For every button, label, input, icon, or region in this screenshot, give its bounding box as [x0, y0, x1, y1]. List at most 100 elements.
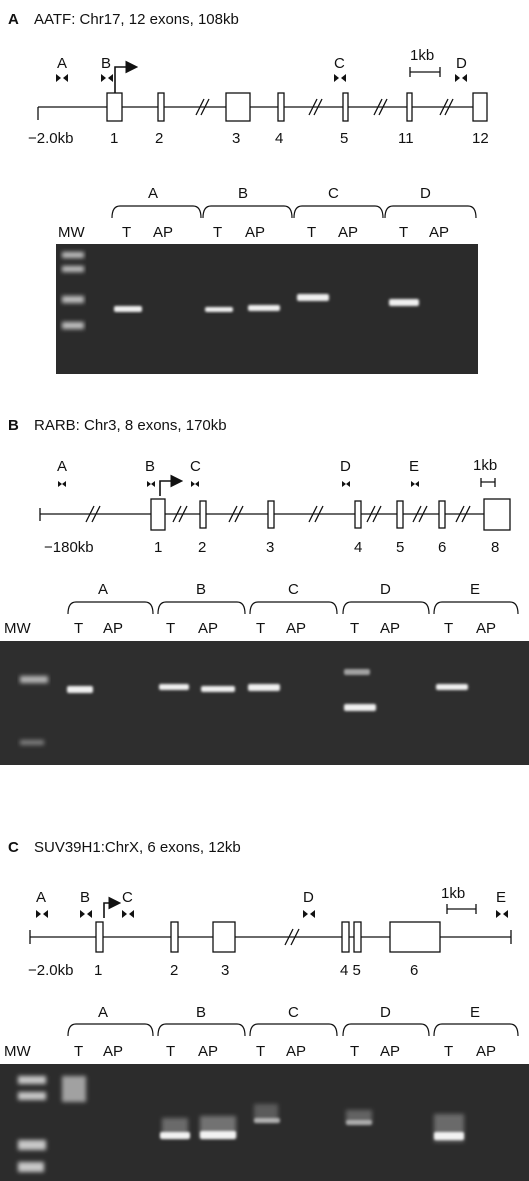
panel-b-lane-a-t: T — [74, 620, 83, 637]
panel-b-band-e-t — [436, 684, 468, 690]
panel-a-tss-arrow — [114, 60, 139, 93]
panel-b-band-b-ap — [201, 686, 235, 692]
panel-b-gel-group-d: D — [380, 581, 391, 598]
panel-c-tss-arrow — [103, 896, 122, 918]
panel-a-primer-a: A — [57, 55, 67, 72]
panel-c-band-b-t — [160, 1132, 190, 1139]
panel-c-mw-band-4 — [18, 1162, 44, 1172]
panel-a-lane-d-ap: AP — [429, 224, 449, 241]
panel-b-primer-c: C — [190, 458, 201, 475]
panel-a-exon-12: 12 — [472, 130, 489, 147]
panel-c-band-c-t-smear — [254, 1104, 278, 1122]
panel-a-lane-a-ap: AP — [153, 224, 173, 241]
panel-a-primer-marks — [56, 74, 467, 82]
panel-b-lane-e-t: T — [444, 620, 453, 637]
panel-c-scale-bar — [446, 904, 477, 914]
panel-a-exon-4: 4 — [275, 130, 283, 147]
panel-b-letter: B — [8, 417, 19, 434]
panel-c-lane-d-t: T — [350, 1043, 359, 1060]
panel-b-lane-b-ap: AP — [198, 620, 218, 637]
panel-c-primer-b: B — [80, 889, 90, 906]
panel-b-exon-5: 5 — [396, 539, 404, 556]
panel-c-upstream-label: −2.0kb — [28, 962, 73, 979]
panel-b-lane-b-t: T — [166, 620, 175, 637]
panel-c-letter: C — [8, 839, 19, 856]
panel-c-gel-brackets — [67, 1023, 519, 1037]
panel-a-upstream-label: −2.0kb — [28, 130, 73, 147]
panel-b-gel-brackets — [67, 601, 519, 615]
panel-b-band-b-t — [159, 684, 189, 690]
panel-b-upstream-label: −180kb — [44, 539, 94, 556]
panel-b-exon-1: 1 — [154, 539, 162, 556]
panel-a-title: AATF: Chr17, 12 exons, 108kb — [34, 11, 239, 28]
panel-b-exon-6: 6 — [438, 539, 446, 556]
panel-a-mw-band-4 — [62, 322, 84, 329]
panel-a-lane-d-t: T — [399, 224, 408, 241]
panel-c-exon-1: 1 — [94, 962, 102, 979]
panel-c-band-d-t — [346, 1120, 372, 1125]
panel-c-lane-c-ap: AP — [286, 1043, 306, 1060]
panel-c-lane-b-ap: AP — [198, 1043, 218, 1060]
panel-c-band-e-t — [434, 1132, 464, 1140]
panel-c-exon-2: 2 — [170, 962, 178, 979]
panel-c-lane-e-ap: AP — [476, 1043, 496, 1060]
panel-a-mw-band-3 — [62, 296, 84, 303]
panel-a-gel-mw-label: MW — [58, 224, 85, 241]
panel-c-lane-a-t: T — [74, 1043, 83, 1060]
panel-c-mw-band-2 — [18, 1092, 46, 1100]
panel-b-gene-model — [39, 498, 511, 531]
panel-a-mw-band-1 — [62, 252, 84, 258]
panel-c-gel-mw-label: MW — [4, 1043, 31, 1060]
panel-a-gel-group-a: A — [148, 185, 158, 202]
panel-a-primer-c: C — [334, 55, 345, 72]
panel-a-gel-group-d: D — [420, 185, 431, 202]
panel-c-title: SUV39H1:ChrX, 6 exons, 12kb — [34, 839, 241, 856]
panel-b-lane-c-t: T — [256, 620, 265, 637]
panel-a-band-b-ap — [248, 305, 280, 311]
panel-a-exon-3: 3 — [232, 130, 240, 147]
panel-a-scale-bar — [409, 67, 441, 77]
panel-c-mw-band-3 — [18, 1140, 46, 1150]
panel-c-primer-e: E — [496, 889, 506, 906]
panel-c-mw-band-1 — [18, 1076, 46, 1084]
panel-a-primer-b: B — [101, 55, 111, 72]
panel-c-scale-label: 1kb — [441, 885, 465, 902]
panel-b-lane-d-t: T — [350, 620, 359, 637]
panel-c-exon-4-5: 4 5 — [340, 962, 361, 979]
panel-b-lane-e-ap: AP — [476, 620, 496, 637]
panel-c-gel-group-b: B — [196, 1004, 206, 1021]
panel-a-exon-1: 1 — [110, 130, 118, 147]
panel-a-band-a-t — [114, 306, 142, 312]
panel-a-mw-band-2 — [62, 266, 84, 272]
panel-b-gel-group-e: E — [470, 581, 480, 598]
panel-b-exon-3: 3 — [266, 539, 274, 556]
panel-c-band-c-t — [254, 1118, 280, 1123]
panel-c-gel-group-a: A — [98, 1004, 108, 1021]
panel-a-lane-b-t: T — [213, 224, 222, 241]
panel-b-tss-arrow — [159, 474, 184, 496]
panel-c-gel-group-d: D — [380, 1004, 391, 1021]
panel-a-exon-2: 2 — [155, 130, 163, 147]
panel-b-primer-a: A — [57, 458, 67, 475]
panel-a-lane-c-t: T — [307, 224, 316, 241]
panel-b-gel-group-b: B — [196, 581, 206, 598]
panel-b-exon-8: 8 — [491, 539, 499, 556]
panel-b-scale-label: 1kb — [473, 457, 497, 474]
panel-b: B RARB: Chr3, 8 exons, 170kb A B C D E 1… — [0, 417, 529, 765]
panel-c-gene-model — [29, 921, 512, 953]
panel-b-exon-4: 4 — [354, 539, 362, 556]
panel-c-lane-c-t: T — [256, 1043, 265, 1060]
panel-c-exon-6: 6 — [410, 962, 418, 979]
panel-a-letter: A — [8, 11, 19, 28]
panel-c-primer-a: A — [36, 889, 46, 906]
panel-a-lane-a-t: T — [122, 224, 131, 241]
panel-c-band-a-t-smear — [62, 1076, 86, 1102]
panel-b-band-d-t — [344, 704, 376, 711]
panel-b-title: RARB: Chr3, 8 exons, 170kb — [34, 417, 227, 434]
panel-a-band-b-t — [205, 307, 233, 312]
panel-a-scale-label: 1kb — [410, 47, 434, 64]
panel-a-exon-11: 11 — [398, 130, 414, 147]
panel-c-band-b-ap — [200, 1131, 236, 1139]
panel-c-lane-d-ap: AP — [380, 1043, 400, 1060]
panel-b-lane-d-ap: AP — [380, 620, 400, 637]
